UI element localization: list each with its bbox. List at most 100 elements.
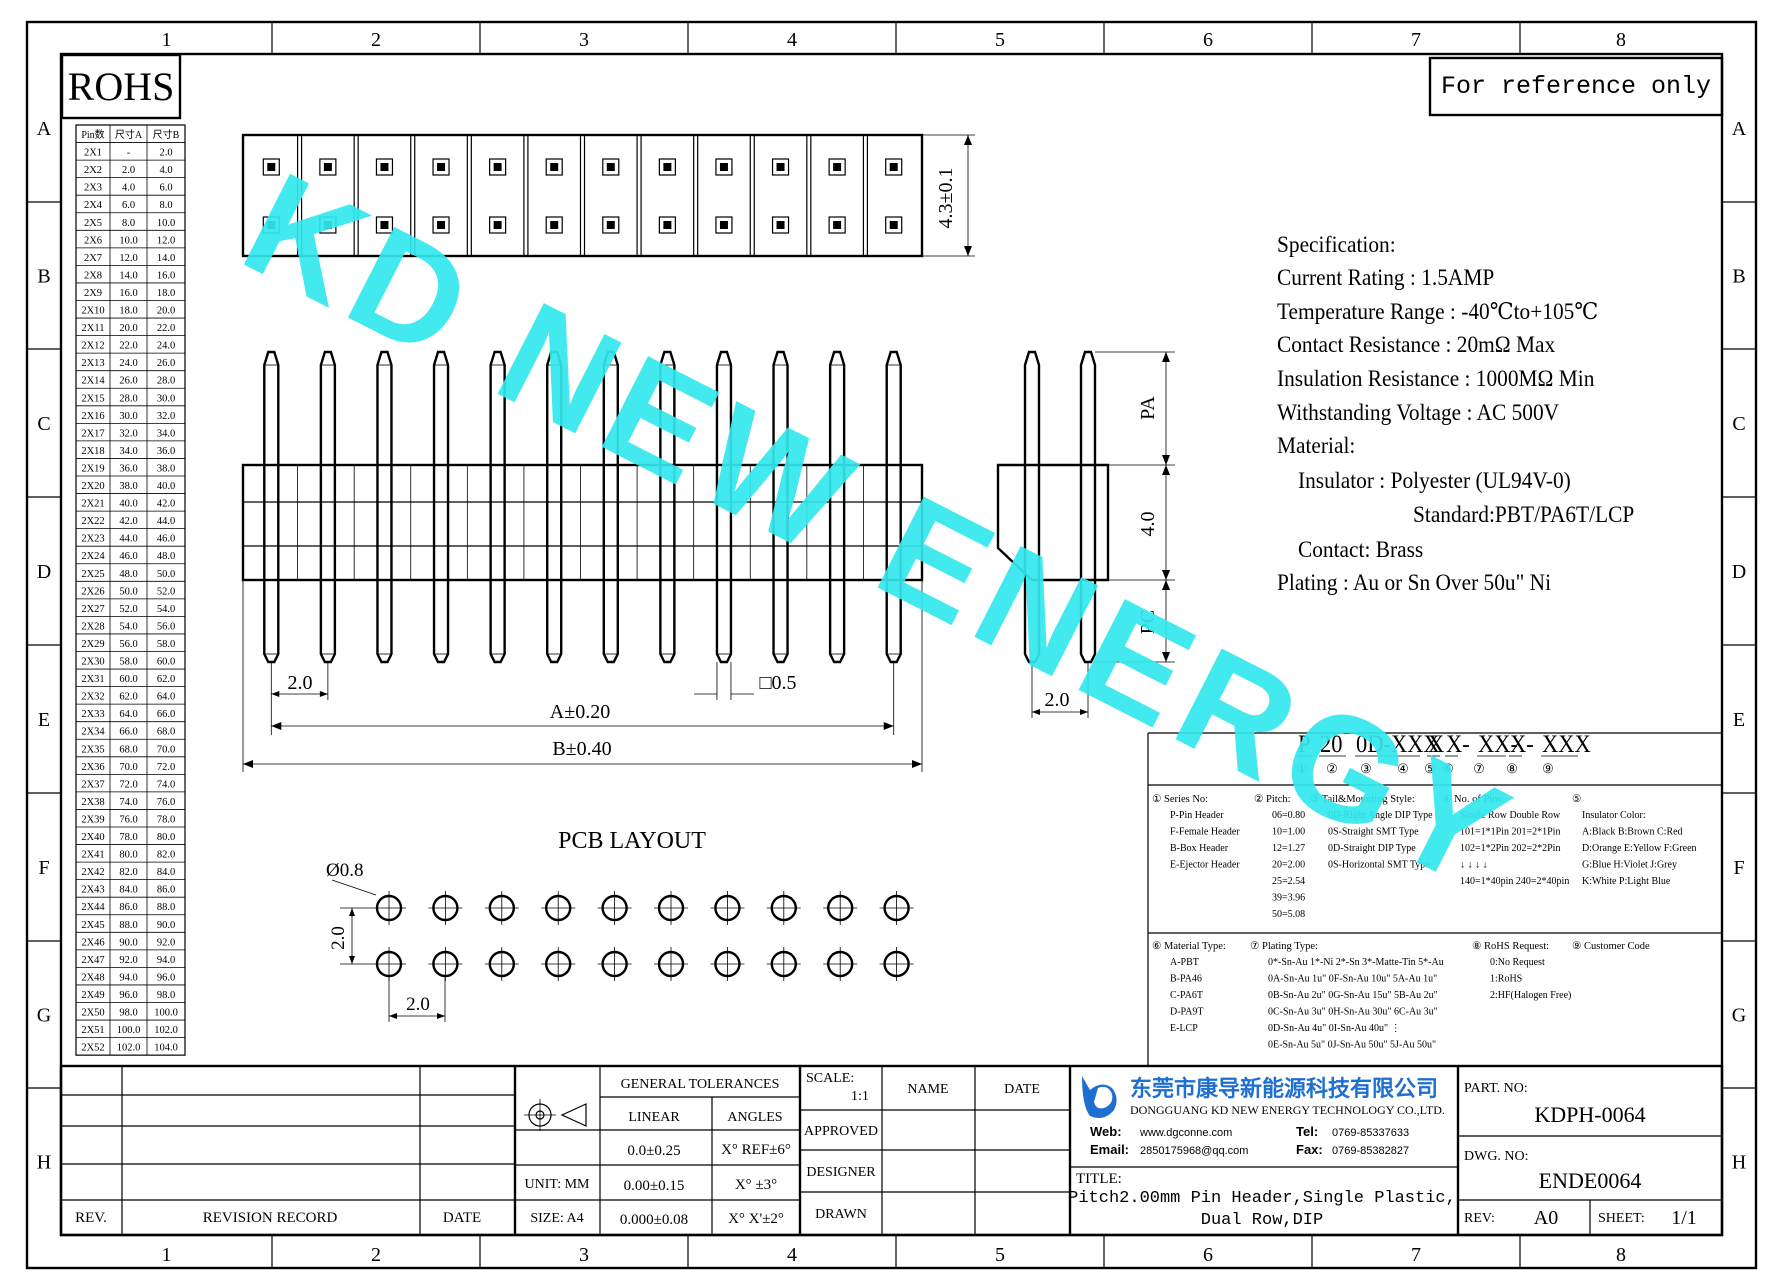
pin-table-cell: 70.0 [157,744,175,755]
tb-angles: ANGLES [727,1110,782,1125]
pin-table-cell: 2X5 [84,218,102,229]
pin-table-cell: 30.0 [119,411,137,422]
pin-table-cell: 2X18 [81,446,104,457]
legend-line: 0A-Sn-Au 1u" 0F-Sn-Au 10u" 5A-Au 1u" [1268,974,1437,985]
pin-table-cell: 60.0 [119,674,137,685]
legend-line: C-PA6T [1170,990,1203,1001]
pin-table-cell: 2X37 [81,779,104,790]
legend-line: B-Box Header [1170,843,1229,854]
tb-title-line2: Dual Row,DIP [1201,1211,1323,1230]
pin-table-cell: 2X21 [81,499,104,510]
legend-title: ⑥ Material Type: [1152,940,1226,952]
pin-table-cell: 40.0 [119,499,137,510]
pin-table-cell: 78.0 [157,814,175,825]
tb-sheet-label: SHEET: [1598,1211,1645,1226]
tb-tol1: 0.0±0.25 [627,1143,680,1159]
pin-table-cell: 58.0 [157,639,175,650]
border-col-top: 6 [1203,29,1213,51]
pin-table-cell: 24.0 [119,358,137,369]
border-row-left: H [37,1152,51,1174]
partcode-marker: ③ [1360,761,1372,776]
pin-table-cell: 2X13 [81,358,104,369]
pin-table-cell: 70.0 [119,762,137,773]
legend-line: 102=1*2Pin 202=2*2Pin [1460,843,1560,854]
legend-title: ① Series No: [1152,793,1208,805]
legend-line: 50=5.08 [1272,909,1305,920]
pin-table-cell: 34.0 [157,428,175,439]
pin-table-cell: 58.0 [119,657,137,668]
partcode-marker: ① [1296,761,1308,776]
tb-title-label: TITLE: [1076,1171,1122,1187]
border-col-bottom: 3 [579,1244,589,1266]
legend-title: ② Pitch: [1254,793,1291,805]
pin-table-cell: 2X27 [81,604,104,615]
tb-approved: APPROVED [804,1124,878,1139]
tb-email-label: Email: [1090,1142,1129,1157]
border-col-bottom: 4 [787,1244,797,1266]
tb-general-tolerances: GENERAL TOLERANCES [621,1077,780,1092]
partcode-marker: ⑤ [1424,761,1436,776]
pin-table-cell: 2X48 [81,972,104,983]
pin-table-cell: 98.0 [119,1008,137,1019]
pin-table-cell: 4.0 [159,165,172,176]
pin-table-cell: 54.0 [119,621,137,632]
pin-table-cell: 92.0 [119,955,137,966]
pcb-title: PCB LAYOUT [558,828,706,854]
pin-table-cell: 2X2 [84,165,102,176]
pin-table-cell: 82.0 [157,850,175,861]
pin-table-cell: 4.0 [122,183,135,194]
pin-table-cell: 36.0 [157,446,175,457]
pin-table-cell: 88.0 [119,920,137,931]
border-col-top: 3 [579,29,589,51]
code-legend-bottom: ⑥ Material Type:A-PBTB-PA46C-PA6TD-PA9TE… [1152,940,1650,1051]
pin-table-cell: 2X11 [82,323,105,334]
pin-table-header: Pin数 [81,128,104,141]
tb-revision-record: REVISION RECORD [203,1210,338,1226]
pin-table-cell: 2X43 [81,885,104,896]
border-col-bottom: 2 [371,1244,381,1266]
legend-line: 0*-Sn-Au 1*-Ni 2*-Sn 3*-Matte-Tin 5*-Au [1268,957,1444,968]
pin-table-cell: 88.0 [157,902,175,913]
pin-table-cell: 2X40 [81,832,104,843]
dim-pa: PA [1137,396,1159,420]
pcb-hole-dia: Ø0.8 [326,860,363,881]
pin-table-cell: 6.0 [159,183,172,194]
pin-table-cell: 46.0 [119,551,137,562]
pcb-row-pitch: 2.0 [328,926,349,950]
pin-table-cell: 2X52 [81,1043,104,1054]
tb-company-cn: 东莞市康导新能源科技有限公司 [1130,1076,1438,1101]
pin-table-cell: 2X16 [81,411,104,422]
pin-table-cell: 10.0 [119,235,137,246]
pin-table-cell: 74.0 [119,797,137,808]
pin-table-cell: 28.0 [157,376,175,387]
legend-line: E-Ejector Header [1170,860,1240,871]
partcode-marker: ④ [1397,761,1409,776]
dim-height: 4.3±0.1 [935,168,957,229]
legend-line: 0D-Sn-Au 4u" 0I-Sn-Au 40u" ⋮ [1268,1023,1401,1034]
border-row-left: D [37,561,51,583]
tb-ang2: X° ±3° [735,1177,777,1193]
legend-line: A:Black B:Brown C:Red [1582,827,1683,838]
dim-insulator: 4.0 [1137,512,1159,537]
pin-table-cell: - [127,148,131,159]
dimensions: 4.3±0.1 2.0 □0.5 A±0.20 B±0.40 PA 4.0 PC… [288,168,1160,760]
pin-table-cell: 20.0 [119,323,137,334]
border-row-right: C [1732,413,1745,435]
pin-table-cell: 40.0 [157,481,175,492]
tb-email: 2850175968@qq.com [1140,1145,1248,1157]
pin-table-cell: 2X7 [84,253,102,264]
pin-table-cell: 16.0 [119,288,137,299]
border-col-bottom: 5 [995,1244,1005,1266]
pin-table-cell: 74.0 [157,779,175,790]
specification: Specification:Current Rating : 1.5AMPTem… [1277,231,1634,595]
pin-table-cell: 6.0 [122,200,135,211]
pin-table-cell: 62.0 [119,692,137,703]
pin-table-cell: 84.0 [157,867,175,878]
pin-table-cell: 2X34 [81,727,105,738]
pin-table-cell: 2X28 [81,621,104,632]
border-row-left: F [38,857,49,879]
tb-linear: LINEAR [628,1110,680,1125]
pin-table-cell: 2.0 [122,165,135,176]
